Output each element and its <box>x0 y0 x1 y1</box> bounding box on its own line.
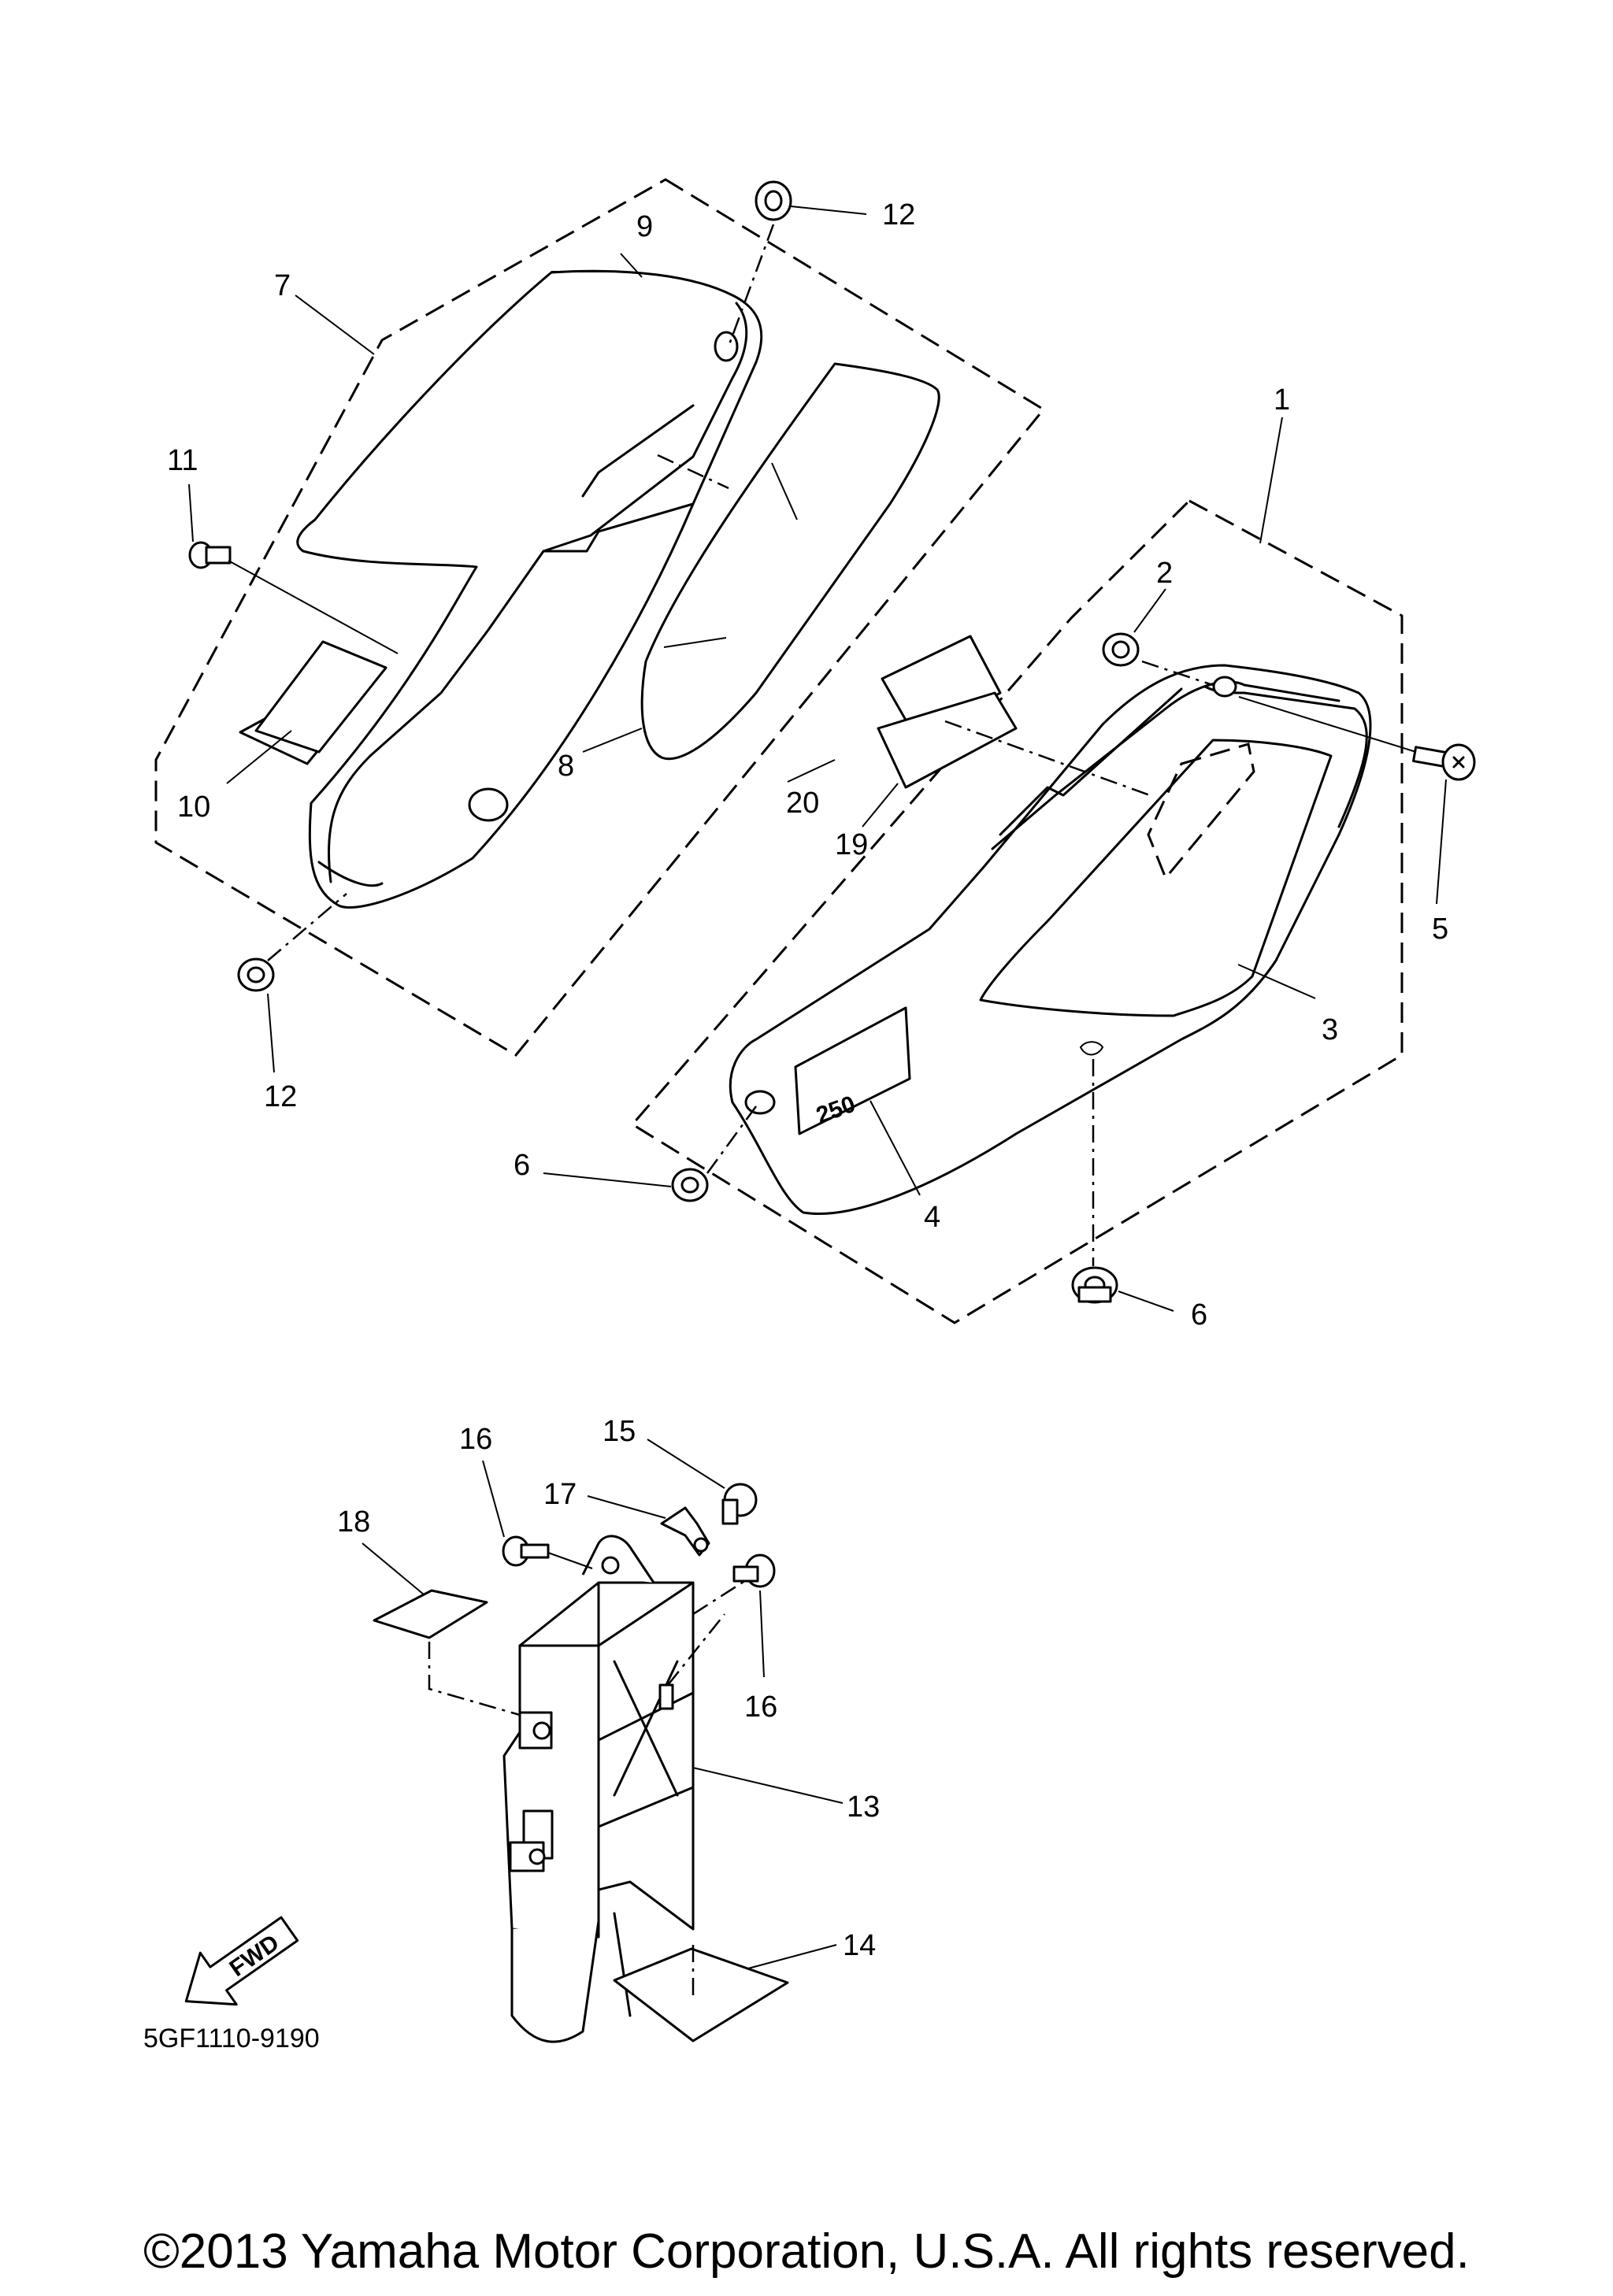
callout-6-bottom: 6 <box>1191 1298 1207 1331</box>
grommet-12-bottom <box>237 957 275 992</box>
cover-window-3 <box>979 739 1333 1017</box>
callout-4: 4 <box>924 1201 940 1234</box>
leader-lines <box>188 206 1447 1969</box>
callout-14: 14 <box>843 1929 876 1962</box>
assembly-1-boundary <box>630 499 1403 1324</box>
callout-7: 7 <box>274 269 291 302</box>
bolt-5 <box>1412 743 1476 781</box>
callout-3: 3 <box>1322 1013 1338 1046</box>
callout-12-bottom: 12 <box>264 1080 297 1113</box>
grommet-6-left <box>671 1168 709 1202</box>
callout-12-top: 12 <box>882 198 915 231</box>
battery-box-assembly <box>502 1535 755 2043</box>
callout-16-left: 16 <box>459 1423 492 1456</box>
bolt-15 <box>721 1483 758 1525</box>
callout-15: 15 <box>603 1415 636 1448</box>
bolt-16-right <box>732 1554 776 1588</box>
sticker-placement <box>1147 742 1255 880</box>
label-19 <box>877 691 1018 789</box>
callout-labels: 12 9 7 11 10 8 12 1 2 5 3 4 6 6 20 19 13… <box>167 198 1448 1962</box>
callout-19: 19 <box>835 828 868 861</box>
callout-6-left: 6 <box>514 1149 530 1182</box>
callout-18: 18 <box>337 1505 370 1539</box>
fwd-arrow-icon: FWD <box>184 1916 299 2006</box>
side-cover-panel-9 <box>296 269 763 909</box>
side-cover-rim-9 <box>328 302 748 883</box>
right-side-cover-assembly: 250 <box>630 499 1476 1324</box>
assembly-7-boundary <box>154 178 1046 1057</box>
callout-10: 10 <box>177 791 210 824</box>
callout-5: 5 <box>1432 913 1448 946</box>
callout-8: 8 <box>558 750 574 783</box>
bolt-16-left <box>502 1535 550 1567</box>
plate-14 <box>613 1947 789 2042</box>
copyright-notice: ©2013 Yamaha Motor Corporation, U.S.A. A… <box>143 2224 1470 2279</box>
diagram-code: 5GF1110-9190 <box>143 2024 320 2053</box>
callout-11: 11 <box>167 444 198 477</box>
inner-panel-8 <box>640 362 940 761</box>
callout-9: 9 <box>636 210 653 243</box>
grommet-2 <box>1102 632 1140 667</box>
callout-1: 1 <box>1274 383 1290 417</box>
callout-2: 2 <box>1156 557 1173 590</box>
left-side-cover-assembly <box>154 178 1046 1057</box>
screw-11 <box>188 541 232 569</box>
callout-16-right: 16 <box>744 1691 777 1724</box>
grommet-12-top <box>755 180 792 221</box>
label-18 <box>373 1589 488 1639</box>
callout-20: 20 <box>786 787 819 820</box>
grommet-hole <box>468 787 509 822</box>
callout-17: 17 <box>543 1478 577 1511</box>
grommet-6-bottom <box>1071 1266 1118 1304</box>
callout-13: 13 <box>847 1791 880 1824</box>
